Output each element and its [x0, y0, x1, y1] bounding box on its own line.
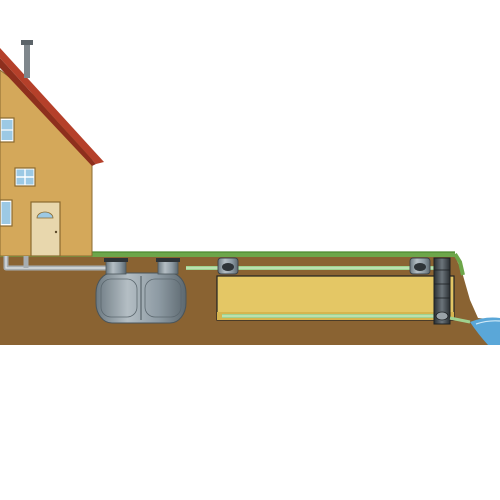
- sand-filter-bed: [216, 275, 455, 321]
- window: [0, 199, 13, 227]
- window: [0, 117, 15, 143]
- front-door: [30, 201, 61, 257]
- house-outlet-pipe: [3, 256, 108, 271]
- water-outlet: [470, 317, 500, 345]
- inspection-chamber: [409, 257, 431, 275]
- septic-tank: [95, 258, 187, 324]
- outlet-shaft: [433, 257, 471, 325]
- chimney: [21, 40, 33, 78]
- inspection-chamber: [217, 257, 239, 275]
- window: [14, 167, 36, 187]
- house: [0, 40, 104, 257]
